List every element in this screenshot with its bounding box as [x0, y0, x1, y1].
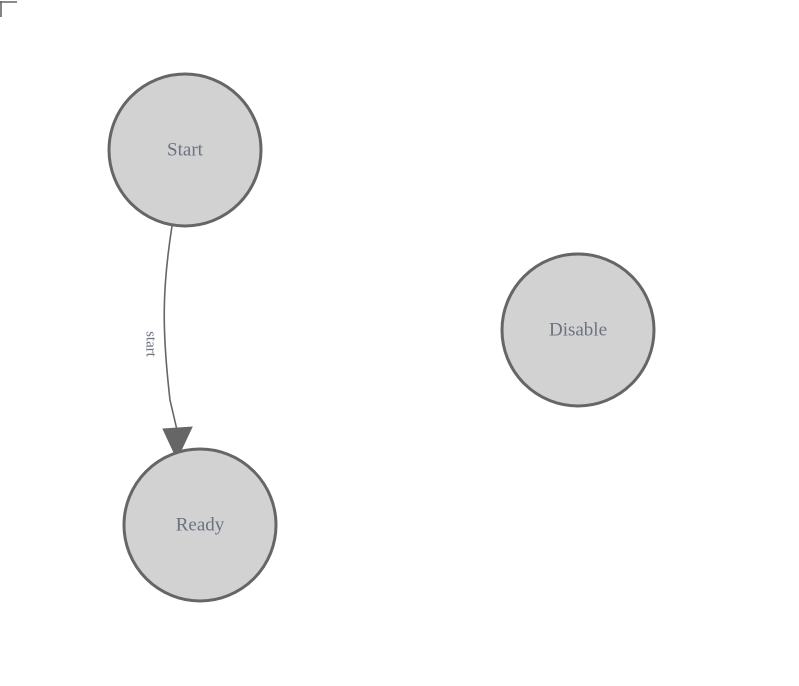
node-start-circle[interactable]: [107, 72, 263, 228]
arrowhead-icon: [162, 426, 193, 461]
edge-label-start: start: [143, 331, 159, 358]
node-disable-circle[interactable]: [500, 252, 656, 408]
edge-path-start-to-ready[interactable]: [163, 225, 178, 431]
node-ready[interactable]: Ready: [122, 447, 278, 603]
edge-start-to-ready[interactable]: start: [143, 225, 193, 461]
node-ready-circle[interactable]: [122, 447, 278, 603]
node-disable[interactable]: Disable: [500, 252, 656, 408]
canvas-corner-mark: [0, 1, 17, 17]
node-start[interactable]: Start: [107, 72, 263, 228]
